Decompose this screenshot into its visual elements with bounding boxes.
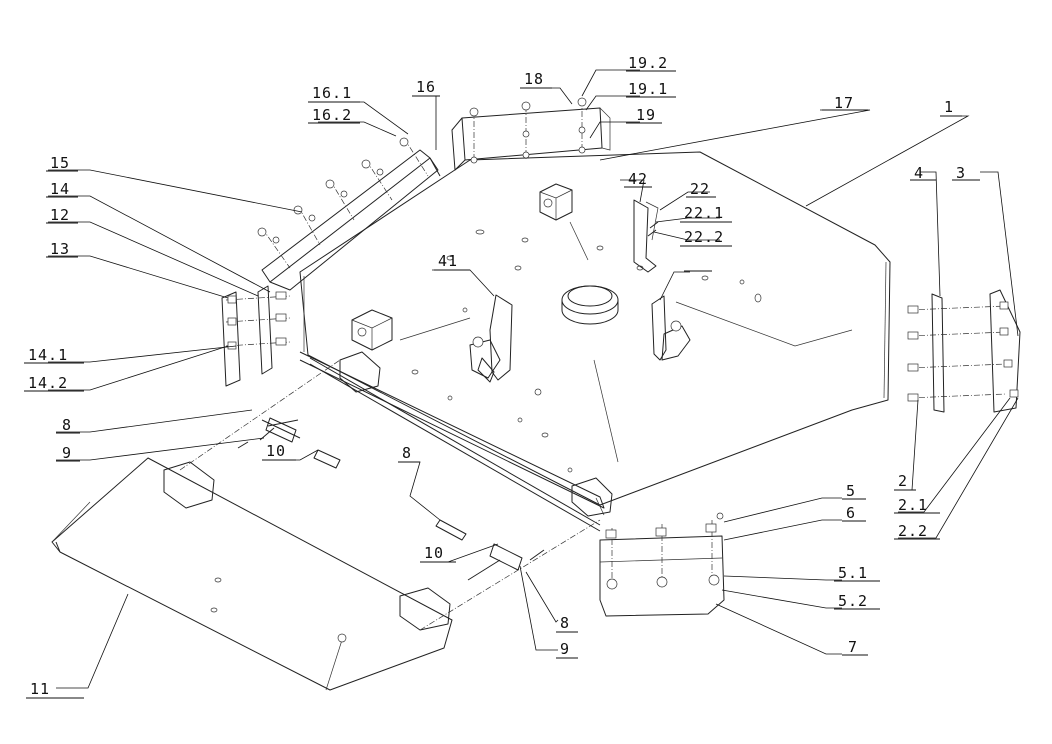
front-guard-11 <box>51 457 453 691</box>
callout-16-2: 16.2 <box>312 106 352 124</box>
callout-22-2: 22.2 <box>684 228 724 246</box>
callout-12: 12 <box>50 206 70 224</box>
callout-labels: 19.2 19.1 19 18 17 1 16.1 16.2 16 15 14 … <box>24 54 980 699</box>
callout-19-1: 19.1 <box>628 80 668 98</box>
callout-9-right: 9 <box>560 640 570 658</box>
callout-1: 1 <box>944 98 954 116</box>
callout-11: 11 <box>30 680 50 698</box>
bracket-42 <box>651 295 691 361</box>
callout-10-right: 10 <box>424 544 444 562</box>
mower-deck-plate <box>299 151 891 516</box>
callout-7: 7 <box>848 638 858 656</box>
callout-18: 18 <box>524 70 544 88</box>
callout-10-left: 10 <box>266 442 286 460</box>
leader-lines <box>48 69 1019 689</box>
side-baffle-15 <box>257 137 441 291</box>
callout-16-1: 16.1 <box>312 84 352 102</box>
callout-3: 3 <box>956 164 966 182</box>
callout-16: 16 <box>416 78 436 96</box>
hinge-rod-and-springs <box>179 357 601 631</box>
callout-22: 22 <box>690 180 710 198</box>
bracket-41-left <box>469 294 513 383</box>
callout-13: 13 <box>50 240 70 258</box>
callout-2-1: 2.1 <box>898 496 928 514</box>
callout-9-left: 9 <box>62 444 72 462</box>
hinge-brackets-deck <box>339 351 613 517</box>
left-end-plate <box>221 285 291 387</box>
callout-41-left: 41 <box>438 252 458 270</box>
rear-baffle-18 <box>451 97 611 171</box>
front-guard-plate-7 <box>599 512 725 617</box>
callout-5-1: 5.1 <box>838 564 868 582</box>
hitch-block-left <box>351 309 393 351</box>
callout-19-2: 19.2 <box>628 54 668 72</box>
hitch-block-rear <box>539 183 573 221</box>
callout-19: 19 <box>636 106 656 124</box>
callout-22-1: 22.1 <box>684 204 724 222</box>
callout-5-2: 5.2 <box>838 592 868 610</box>
callout-6: 6 <box>846 504 856 522</box>
callout-41-right: 42 <box>628 170 648 188</box>
callout-17: 17 <box>834 94 854 112</box>
bracket-41-right <box>633 199 659 273</box>
callout-14-2: 14.2 <box>28 374 68 392</box>
callout-5: 5 <box>846 482 856 500</box>
callout-2: 2 <box>898 472 908 490</box>
callout-4: 4 <box>914 164 924 182</box>
right-end-plates <box>907 289 1021 413</box>
callout-14: 14 <box>50 180 70 198</box>
callout-8-left: 8 <box>62 416 72 434</box>
callout-8-middle: 8 <box>402 444 412 462</box>
callout-14-1: 14.1 <box>28 346 68 364</box>
callout-2-2: 2.2 <box>898 522 928 540</box>
callout-8-right: 8 <box>560 614 570 632</box>
callout-15: 15 <box>50 154 70 172</box>
